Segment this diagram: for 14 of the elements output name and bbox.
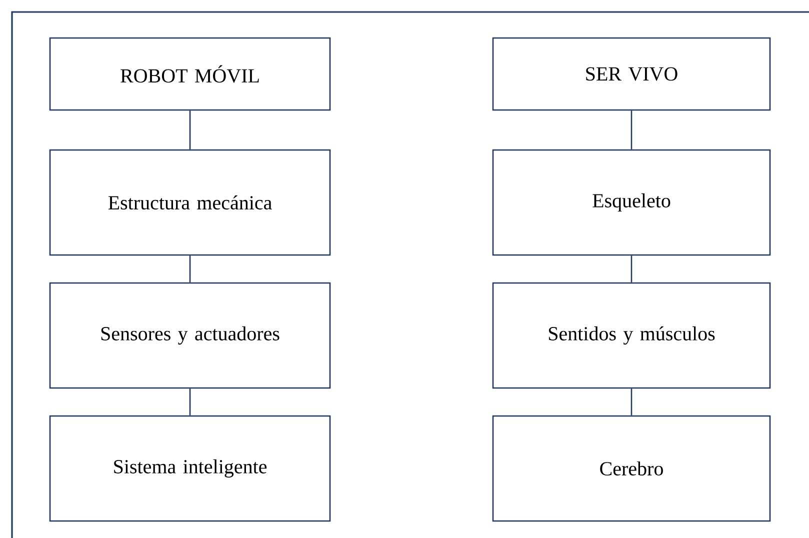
process-box: Cerebro	[492, 415, 771, 522]
process-box: Sistema inteligente	[49, 415, 331, 522]
connector-line	[189, 388, 191, 416]
process-box: Estructura mecánica	[49, 149, 331, 256]
connector-line	[189, 256, 191, 282]
connector-line	[630, 110, 632, 150]
process-box: Sentidos y músculos	[492, 282, 771, 389]
header-box: SER VIVO	[492, 37, 771, 111]
connector-line	[189, 110, 191, 150]
connector-line	[630, 388, 632, 416]
connector-line	[630, 256, 632, 282]
process-box: Sensores y actuadores	[49, 282, 331, 389]
header-box: ROBOT MÓVIL	[49, 37, 331, 111]
process-box: Esqueleto	[492, 149, 771, 256]
